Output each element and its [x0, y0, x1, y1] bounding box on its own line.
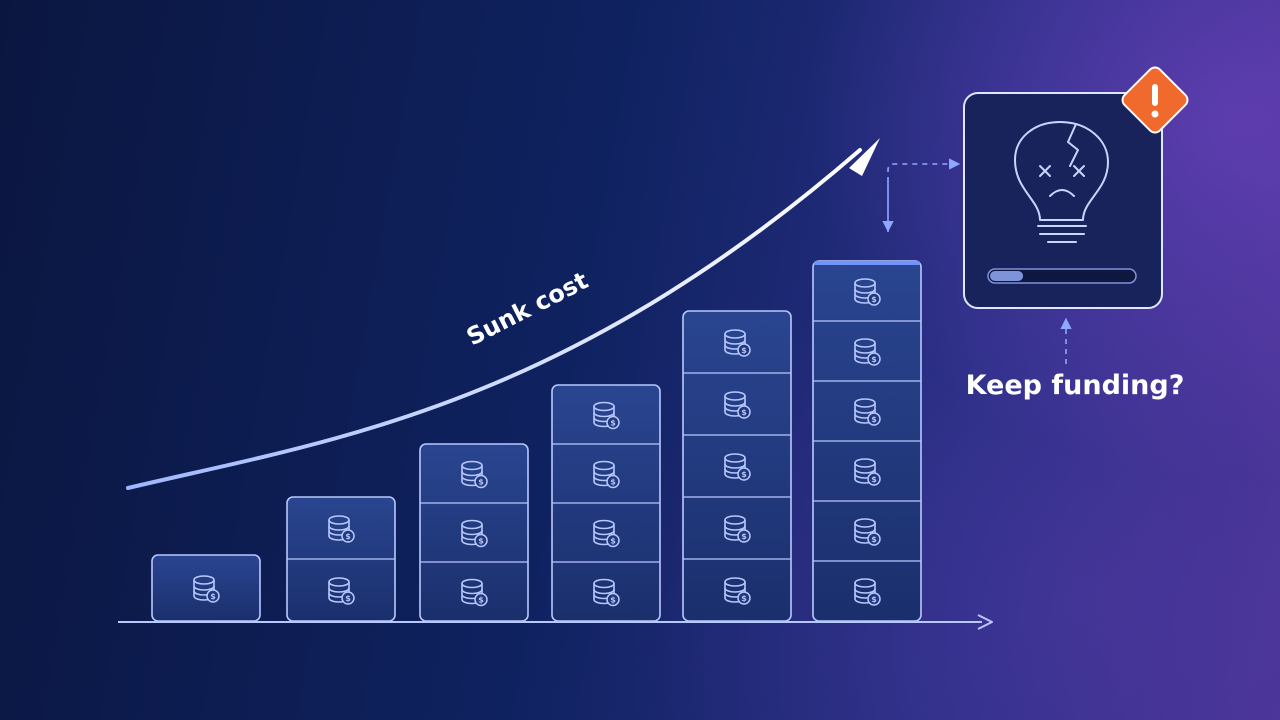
broken-lightbulb-icon — [1014, 121, 1109, 243]
cost-stack-outline — [151, 554, 261, 622]
sunk-cost-curve — [126, 148, 862, 490]
progress-fill — [990, 271, 1024, 281]
curve-arrowhead — [849, 138, 880, 176]
sunk-cost-label: Sunk cost — [462, 266, 593, 351]
cost-stack-outline — [419, 443, 529, 622]
idea-card — [963, 92, 1163, 309]
progress-track — [987, 268, 1137, 284]
cost-stack — [286, 496, 396, 622]
axis-arrowhead — [977, 614, 993, 630]
cost-stack — [682, 310, 792, 622]
cost-stack — [812, 260, 922, 622]
warning-icon — [1121, 66, 1189, 134]
stack-top-highlight — [814, 261, 920, 265]
cost-stack-outline — [682, 310, 792, 622]
cost-stacks — [151, 260, 922, 622]
cost-stack — [551, 384, 661, 622]
connector-to-idea — [887, 158, 961, 232]
cost-stack — [151, 554, 261, 622]
keep-funding-question: Keep funding? — [965, 370, 1185, 401]
cost-stack — [419, 443, 529, 622]
